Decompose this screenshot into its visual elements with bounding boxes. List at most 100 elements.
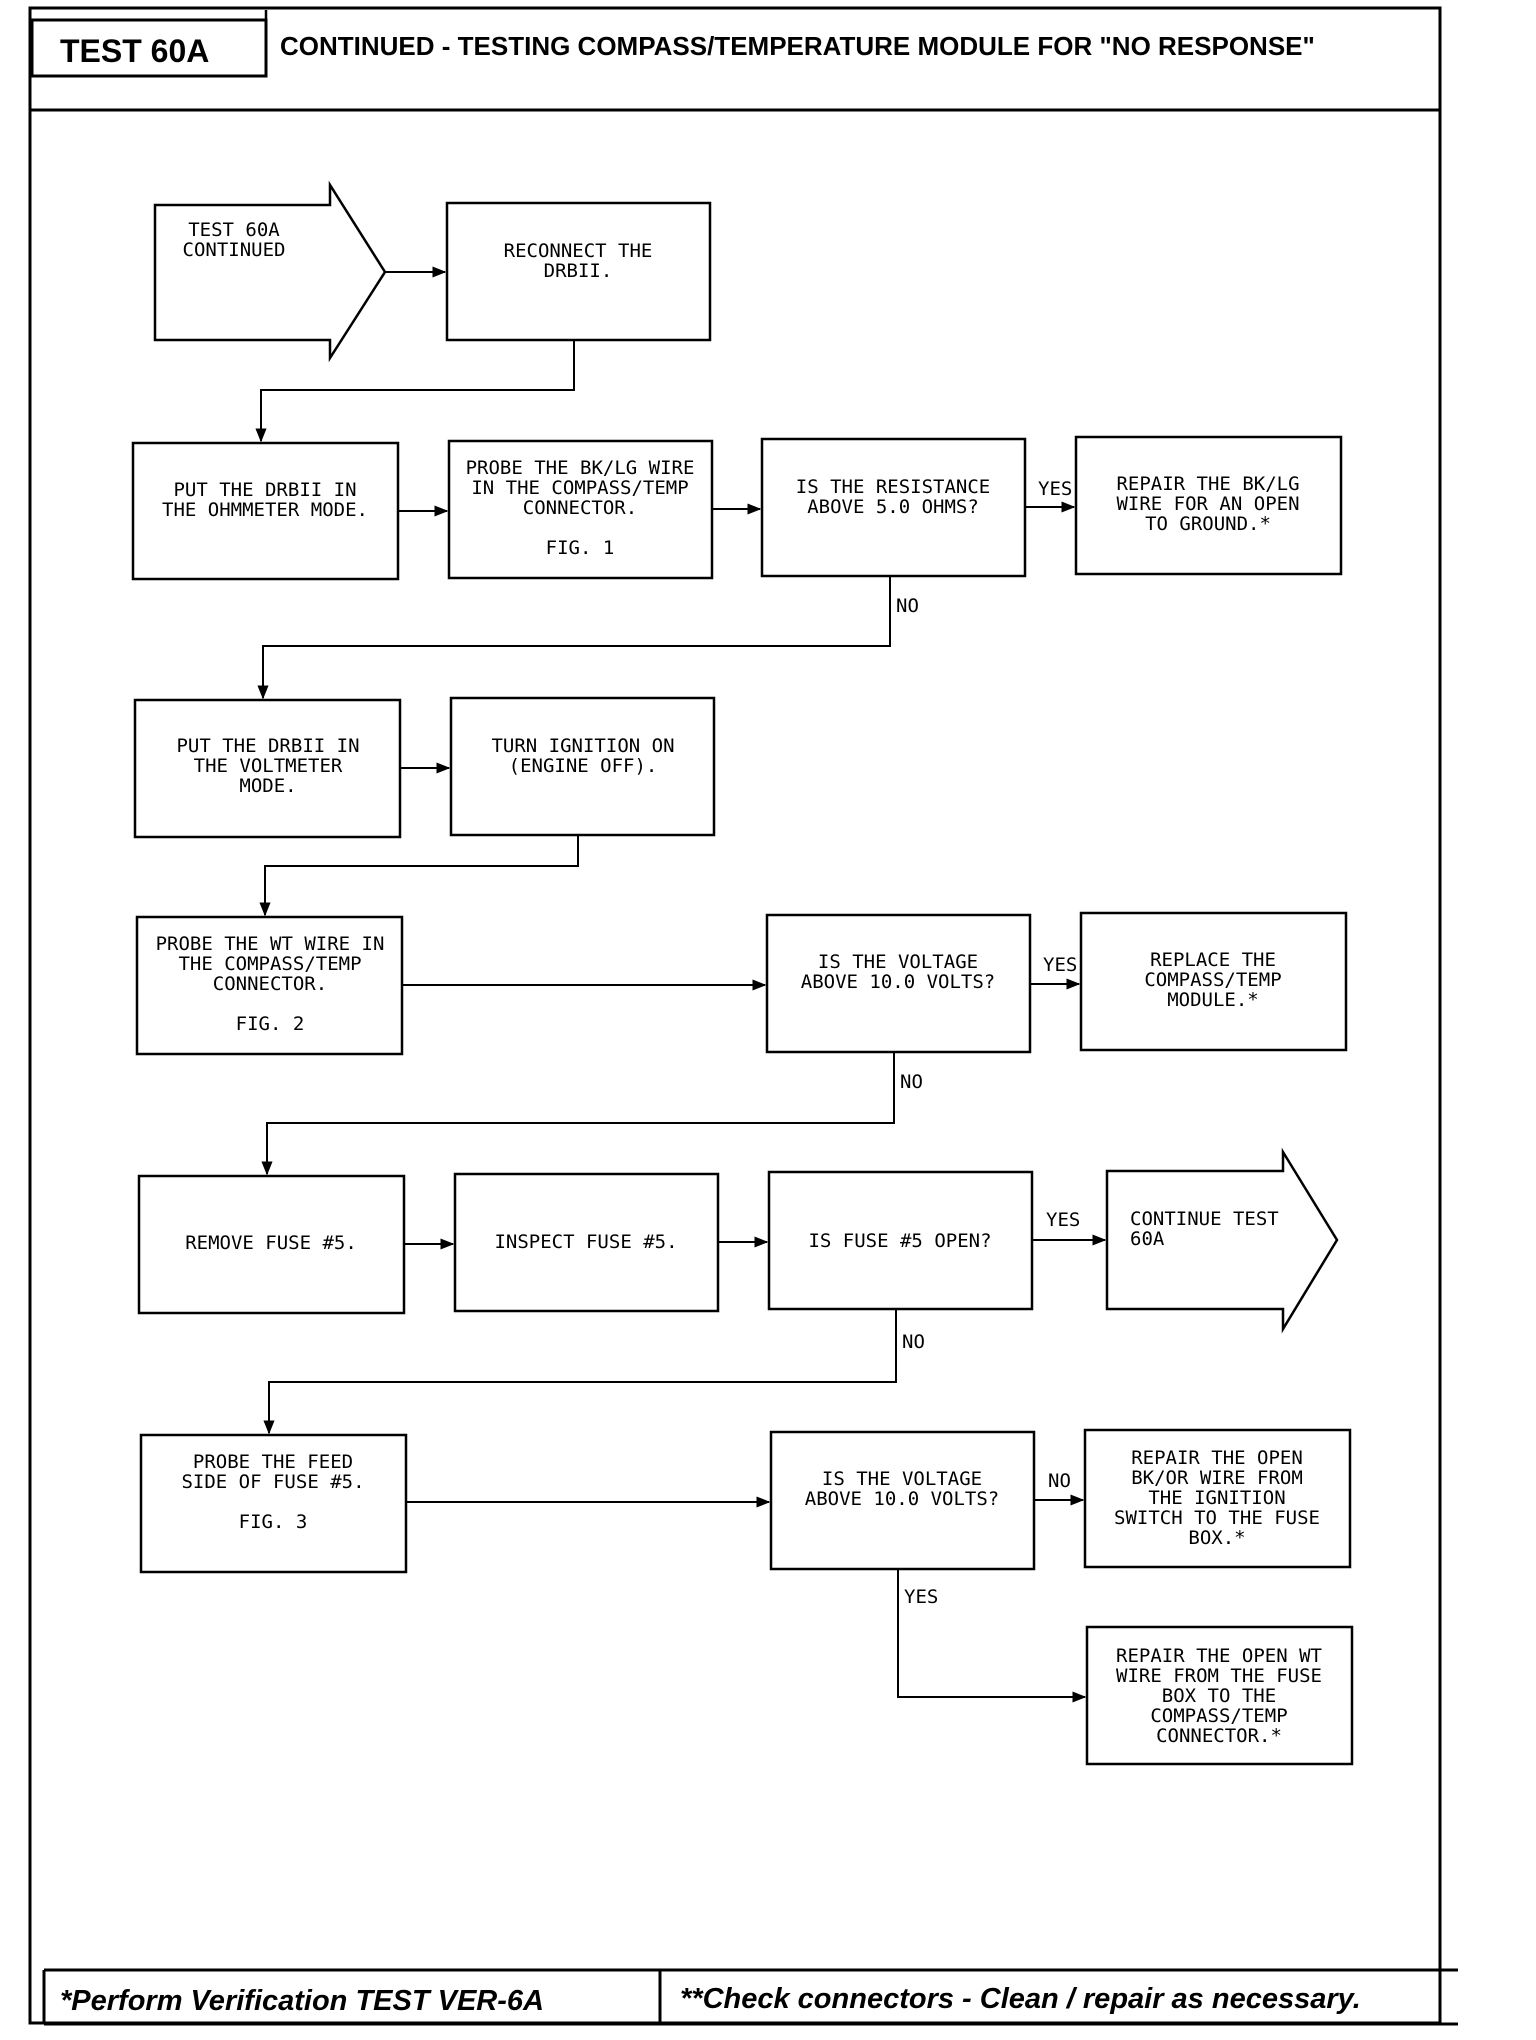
probe-wt-line: FIG. 2 [236, 1013, 305, 1035]
ignition-on-line: (ENGINE OFF). [509, 755, 658, 777]
inspect-fuse-line: INSPECT FUSE #5. [494, 1231, 677, 1253]
repair-wt-line: COMPASS/TEMP [1150, 1705, 1287, 1727]
repair-bkor-line: BK/OR WIRE FROM [1131, 1467, 1303, 1489]
probe-feed-line: FIG. 3 [239, 1511, 308, 1533]
node-inspect-fuse [453, 1172, 720, 1313]
repair-bkor-line: SWITCH TO THE FUSE [1114, 1507, 1320, 1529]
node-ignition-on-text: TURN IGNITION ON(ENGINE OFF). [491, 735, 674, 777]
probe-bklg-line: CONNECTOR. [523, 497, 637, 519]
node-reconnect [445, 201, 712, 342]
footer-left-note: *Perform Verification TEST VER-6A [60, 1985, 544, 2017]
edge-voltage1-no [261, 1052, 895, 1176]
edge-voltage2-yes [897, 1569, 1087, 1703]
q-voltage2-line: ABOVE 10.0 VOLTS? [805, 1488, 999, 1510]
node-voltmeter [133, 698, 402, 839]
edge-resistance-no [257, 576, 891, 700]
repair-wt-line: WIRE FROM THE FUSE [1116, 1665, 1322, 1687]
label-no-fuse: NO [902, 1331, 925, 1353]
start-line: TEST 60A [188, 219, 280, 241]
node-repair-bkor [1083, 1428, 1352, 1569]
node-probe-feed [139, 1433, 408, 1574]
node-q-fuse-open [767, 1170, 1034, 1311]
repair-bklg-line: WIRE FOR AN OPEN [1116, 493, 1299, 515]
label-yes-voltage2: YES [904, 1586, 938, 1608]
probe-wt-line: PROBE THE WT WIRE IN [156, 933, 385, 955]
repair-wt-line: BOX TO THE [1162, 1685, 1276, 1707]
probe-wt-line: CONNECTOR. [213, 973, 327, 995]
reconnect-line: RECONNECT THE [504, 240, 653, 262]
node-q-fuse-open-text: IS FUSE #5 OPEN? [808, 1230, 991, 1252]
label-no-voltage1: NO [900, 1071, 923, 1093]
reconnect-line: DRBII. [544, 260, 613, 282]
q-voltage1-line: IS THE VOLTAGE [818, 951, 978, 973]
repair-bkor-line: THE IGNITION [1148, 1487, 1285, 1509]
edge-reconnect-ohmmeter [255, 340, 575, 443]
replace-module-line: COMPASS/TEMP [1144, 969, 1281, 991]
node-q-voltage2 [769, 1430, 1036, 1571]
q-voltage1-line: ABOVE 10.0 VOLTS? [801, 971, 995, 993]
node-replace-module [1079, 911, 1348, 1052]
probe-wt-line: THE COMPASS/TEMP [178, 953, 361, 975]
q-resistance-line: ABOVE 5.0 OHMS? [807, 496, 979, 518]
continue-test-line: 60A [1130, 1228, 1165, 1250]
node-ohmmeter [131, 441, 400, 581]
test-id: TEST 60A [60, 33, 209, 69]
repair-wt-line: CONNECTOR.* [1156, 1725, 1282, 1747]
edge-ignition-probewt [259, 835, 579, 917]
node-ignition-on [449, 696, 716, 837]
ohmmeter-line: THE OHMMETER MODE. [162, 499, 368, 521]
node-remove-fuse [137, 1174, 406, 1315]
replace-module-line: MODULE.* [1167, 989, 1259, 1011]
node-probe-bklg [447, 439, 714, 580]
label-no-voltage2: NO [1048, 1470, 1071, 1492]
repair-bklg-line: TO GROUND.* [1145, 513, 1271, 535]
label-yes-voltage1: YES [1043, 954, 1077, 976]
probe-feed-line: SIDE OF FUSE #5. [181, 1471, 364, 1493]
remove-fuse-line: REMOVE FUSE #5. [185, 1232, 357, 1254]
page-title: CONTINUED - TESTING COMPASS/TEMPERATURE … [280, 31, 1315, 61]
node-q-voltage1 [765, 913, 1032, 1054]
label-yes-resistance: YES [1038, 478, 1072, 500]
q-fuse-open-line: IS FUSE #5 OPEN? [808, 1230, 991, 1252]
footer-right-note: **Check connectors - Clean / repair as n… [680, 1983, 1361, 2015]
continue-test-line: CONTINUE TEST [1130, 1208, 1279, 1230]
repair-wt-line: REPAIR THE OPEN WT [1116, 1645, 1322, 1667]
node-repair-bklg [1074, 435, 1343, 576]
q-voltage2-line: IS THE VOLTAGE [822, 1468, 982, 1490]
label-no-resistance: NO [896, 595, 919, 617]
replace-module-line: REPLACE THE [1150, 949, 1276, 971]
start-line: CONTINUED [183, 239, 286, 261]
node-remove-fuse-text: REMOVE FUSE #5. [185, 1232, 357, 1254]
repair-bklg-line: REPAIR THE BK/LG [1116, 473, 1299, 495]
voltmeter-line: MODE. [239, 775, 296, 797]
voltmeter-line: THE VOLTMETER [194, 755, 343, 777]
node-repair-wt [1085, 1625, 1354, 1766]
probe-bklg-line: IN THE COMPASS/TEMP [471, 477, 688, 499]
q-resistance-line: IS THE RESISTANCE [796, 476, 990, 498]
probe-bklg-line: FIG. 1 [546, 537, 615, 559]
ignition-on-line: TURN IGNITION ON [491, 735, 674, 757]
repair-bkor-line: REPAIR THE OPEN [1131, 1447, 1303, 1469]
probe-bklg-line: PROBE THE BK/LG WIRE [466, 457, 695, 479]
ohmmeter-line: PUT THE DRBII IN [173, 479, 356, 501]
repair-bkor-line: BOX.* [1188, 1527, 1245, 1549]
label-yes-fuse: YES [1046, 1209, 1080, 1231]
node-continue-test [1105, 1147, 1339, 1334]
edge-fuse-no [263, 1309, 897, 1435]
